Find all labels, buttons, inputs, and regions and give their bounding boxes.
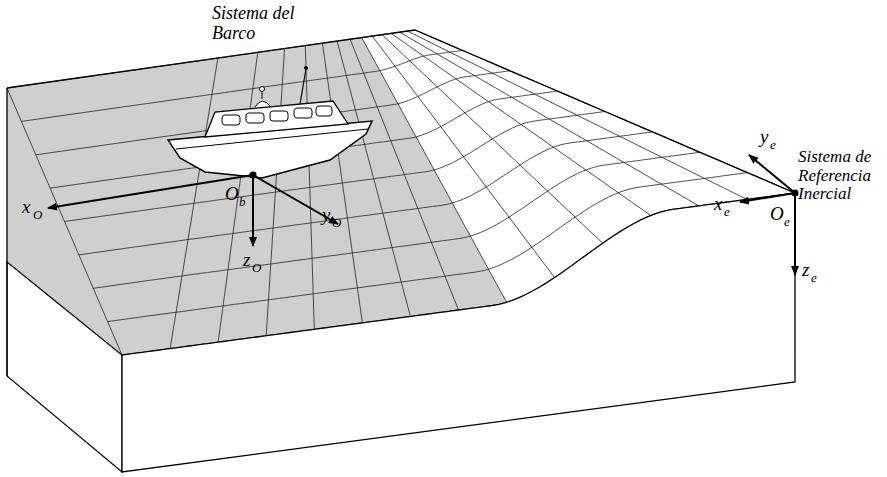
- surface-cell: [269, 258, 314, 299]
- axis-letter: x: [714, 194, 722, 215]
- system-caption: Sistema de Referencia Inercial: [798, 148, 882, 204]
- x-axis-boat: [48, 175, 253, 208]
- surface-cell: [223, 264, 271, 306]
- system-caption: Sistema del Barco: [212, 4, 312, 44]
- z-axis-boat: [252, 175, 254, 246]
- surface-cell: [266, 294, 314, 336]
- surface-cell: [357, 282, 410, 323]
- surface-cell: [182, 234, 233, 276]
- axis-subscript: e: [770, 138, 776, 152]
- grid-line: [50, 91, 557, 188]
- axis-subscript: O: [33, 208, 42, 222]
- axis-subscript: e: [811, 271, 817, 285]
- surface-cell: [218, 300, 268, 342]
- block-edge: [415, 30, 795, 193]
- origin-dot: [792, 190, 799, 197]
- axis-letter: z: [802, 260, 809, 281]
- cabin-window: [246, 113, 264, 123]
- surface-cell: [273, 187, 311, 228]
- surface-cell: [233, 192, 275, 233]
- axis-subscript: O: [252, 261, 261, 275]
- antenna-tip: [304, 66, 308, 70]
- surface-cell: [271, 223, 312, 264]
- block-edge: [6, 88, 7, 376]
- surface-cell: [408, 30, 463, 52]
- origin-letter: O: [770, 204, 784, 225]
- surface-cell: [228, 228, 273, 270]
- y-axis-inertial: [749, 155, 795, 193]
- origin-subscript: b: [239, 195, 246, 209]
- surface-cell: [492, 71, 557, 94]
- surface-cell: [212, 52, 258, 94]
- origin-letter: O: [225, 184, 239, 205]
- axis-letter: z: [243, 250, 250, 271]
- surface-cell: [282, 46, 306, 85]
- cabin-dome: [255, 101, 270, 107]
- z-axis-inertial: [794, 193, 796, 275]
- origin-dot: [250, 172, 257, 179]
- axis-subscript: e: [724, 205, 730, 219]
- surface-cell: [313, 288, 362, 329]
- origin-subscript: e: [784, 215, 790, 229]
- cabin-window: [294, 108, 312, 118]
- cabin-window: [270, 111, 288, 121]
- grid-line: [415, 30, 795, 193]
- surface-cell: [312, 253, 357, 294]
- mast-top: [260, 87, 265, 92]
- grid-line: [218, 52, 258, 342]
- axis-letter: x: [22, 197, 30, 218]
- x-axis-inertial: [740, 193, 795, 202]
- grid-line: [79, 132, 653, 255]
- axis-letter: y: [322, 205, 330, 226]
- cabin-window: [222, 115, 240, 125]
- surface-cell: [7, 58, 218, 121]
- deck-line: [176, 129, 368, 149]
- axis-letter: y: [760, 127, 768, 148]
- surface-cell: [450, 50, 510, 73]
- antenna: [300, 69, 306, 104]
- grid-line: [65, 112, 606, 222]
- cabin-window: [316, 106, 332, 116]
- surface-cell: [176, 270, 228, 313]
- boat-cabin: [205, 101, 348, 137]
- block-front: [122, 193, 795, 472]
- block-edge: [7, 30, 415, 88]
- grid-line: [7, 30, 415, 88]
- surface-cell: [311, 218, 353, 258]
- axis-subscript: O: [332, 216, 341, 230]
